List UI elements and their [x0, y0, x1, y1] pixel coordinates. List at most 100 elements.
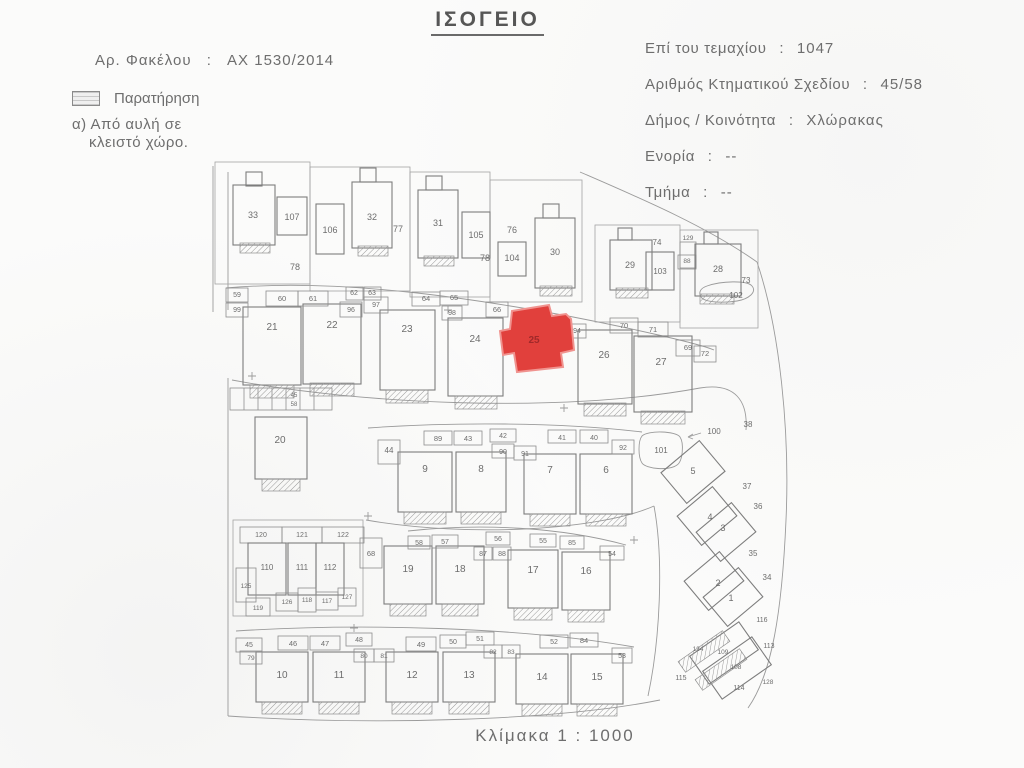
- field-parish-label: Ενορία: [645, 148, 695, 165]
- plan-label: 114: [733, 685, 744, 692]
- plan-label: 28: [713, 264, 723, 274]
- porch-hatch: [391, 701, 433, 715]
- field-parcel-sep: :: [779, 40, 785, 57]
- plan-plot: [489, 179, 583, 303]
- porch-hatch: [448, 701, 490, 715]
- plan-strip: [547, 429, 577, 444]
- field-municipality-label: Δήμος / Κοινότητα: [645, 112, 777, 129]
- plan-label: 128: [763, 679, 774, 686]
- plan-strip: [465, 631, 495, 646]
- plan-unit: [701, 636, 773, 700]
- plan-label: 99: [233, 307, 241, 314]
- legend: Παρατήρηση α) Από αυλή σε κλειστό χώρο.: [72, 90, 199, 152]
- plan-label: 111: [296, 563, 309, 572]
- plan-plot: [679, 229, 759, 329]
- porch-hatch: [699, 293, 735, 305]
- plan-house: [703, 231, 719, 245]
- field-section-label: Τμήμα: [645, 184, 691, 201]
- plan-strip: [363, 296, 389, 314]
- plan-label: 8: [478, 464, 484, 475]
- plan-unit: [577, 329, 633, 405]
- plan-label: 4: [707, 512, 712, 522]
- plan-strip: [492, 546, 512, 561]
- plan-house: [276, 196, 308, 236]
- plan-strip: [501, 644, 521, 659]
- plan-label: 104: [504, 253, 519, 263]
- page-title: ΙΣΟΓΕΙΟ: [380, 8, 595, 36]
- plan-label: 96: [347, 307, 355, 314]
- porch-hatch: [261, 701, 303, 715]
- plan-label: 71: [649, 325, 657, 334]
- legend-row: Παρατήρηση: [72, 90, 199, 107]
- road-line: [367, 423, 643, 433]
- plan-label: 121: [296, 532, 308, 539]
- legend-title: Παρατήρηση: [114, 90, 200, 107]
- porch-hatch: [567, 609, 605, 623]
- plan-strip: [431, 534, 459, 549]
- plan-strip: [225, 302, 249, 318]
- plan-label: 46: [289, 639, 297, 648]
- plan-house: [315, 203, 345, 255]
- field-sheet-number-label: Αριθμός Κτηματικού Σχεδίου: [645, 76, 851, 93]
- porch-hatch: [385, 389, 429, 404]
- porch-hatch: [539, 285, 573, 297]
- field-municipality: Δήμος / Κοινότητα : Χλώρακας: [645, 112, 923, 129]
- plan-strip: [559, 535, 585, 550]
- plan-strip: [407, 535, 431, 550]
- road-line: [647, 505, 661, 697]
- field-parish-value: --: [725, 148, 738, 165]
- porch-hatch: [694, 648, 748, 691]
- plan-label: 16: [580, 566, 592, 577]
- plan-label: 15: [591, 672, 603, 683]
- plan-label: 103: [653, 267, 667, 276]
- parcel-info: Επί του τεμαχίου : 1047 Αριθμός Κτηματικ…: [645, 40, 923, 220]
- plan-label: 50: [449, 639, 457, 646]
- plan-label: 56: [494, 536, 502, 543]
- plan-house: [617, 227, 633, 241]
- plan-label: 57: [441, 539, 449, 546]
- plan-label: 20: [274, 435, 286, 446]
- plan-strip: [239, 650, 263, 665]
- plan-label: 26: [598, 350, 610, 361]
- plan-house: [542, 203, 560, 219]
- plan-strip: [345, 632, 373, 647]
- plan-strip: [277, 635, 309, 651]
- field-parcel-label: Επί του τεμαχίου: [645, 40, 767, 57]
- road-line: [407, 526, 627, 546]
- plan-label: 66: [493, 305, 501, 314]
- plan-house: [461, 211, 491, 259]
- plan-strip: [579, 429, 609, 444]
- plan-label: 13: [463, 670, 475, 681]
- plan-house: [245, 171, 263, 187]
- plan-hatch-layer: [239, 242, 748, 717]
- plan-label: 22: [326, 320, 338, 331]
- plan-label: 119: [253, 605, 264, 612]
- plan-label: 10: [276, 670, 288, 681]
- plan-label: 52: [550, 639, 558, 646]
- plan-label: 83: [507, 649, 515, 656]
- road-line: [248, 306, 638, 632]
- plan-strip: [345, 286, 364, 301]
- plan-label: 78: [480, 253, 490, 263]
- plan-label: 24: [469, 334, 481, 345]
- plan-strip: [675, 339, 701, 357]
- plan-house: [497, 241, 527, 277]
- plan-label: 97: [372, 302, 380, 309]
- plan-house: [645, 251, 675, 291]
- plan-label: 47: [321, 639, 329, 648]
- plan-unit: [683, 550, 745, 612]
- plan-label: 3: [720, 523, 725, 533]
- field-parcel: Επί του τεμαχίου : 1047: [645, 40, 923, 57]
- porch-hatch: [583, 402, 627, 417]
- plan-strip: [599, 545, 625, 561]
- plan-strip: [611, 647, 633, 664]
- plan-unit: [254, 416, 308, 480]
- plan-strip: [235, 637, 263, 653]
- highlighted-unit-layer: 25: [498, 303, 576, 374]
- plan-label: 98: [448, 310, 456, 317]
- plan-label: 79: [247, 655, 255, 662]
- porch-hatch: [615, 287, 649, 299]
- field-sheet-number: Αριθμός Κτηματικού Σχεδίου : 45/58: [645, 76, 923, 93]
- plan-unit: [561, 551, 611, 611]
- plan-label: 72: [701, 349, 709, 358]
